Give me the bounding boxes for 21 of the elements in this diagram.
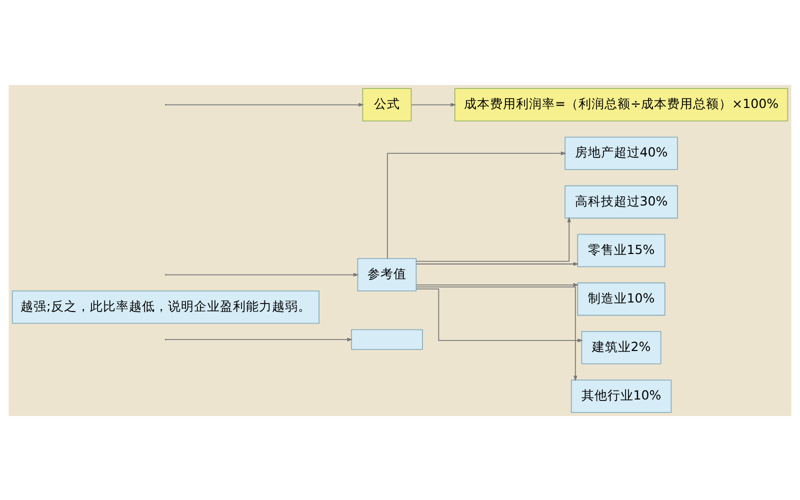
node-box: 零售业15% (577, 233, 666, 267)
node-box: 高科技超过30% (564, 184, 678, 218)
arrow (386, 150, 566, 258)
arrow (416, 216, 571, 262)
arrow (416, 282, 579, 286)
node-box (350, 328, 423, 350)
arrow (166, 337, 353, 341)
node-box: 越强;反之，此比率越低，说明企业盈利能力越弱。 (12, 290, 320, 324)
arrow (416, 288, 583, 342)
arrow (166, 272, 359, 276)
arrow (411, 102, 456, 106)
arrow (416, 262, 579, 266)
node-box: 制造业10% (577, 282, 666, 316)
node-box: 建筑业2% (581, 330, 662, 364)
node-box: 房地产超过40% (564, 136, 678, 170)
node-box: 公式 (362, 88, 412, 121)
arrow (416, 286, 578, 381)
node-box: 成本费用利润率=（利润总额÷成本费用总额）×100% (454, 88, 788, 121)
node-box: 其他行业10% (570, 379, 672, 412)
arrow (166, 102, 364, 106)
node-box: 参考值 (357, 258, 417, 291)
